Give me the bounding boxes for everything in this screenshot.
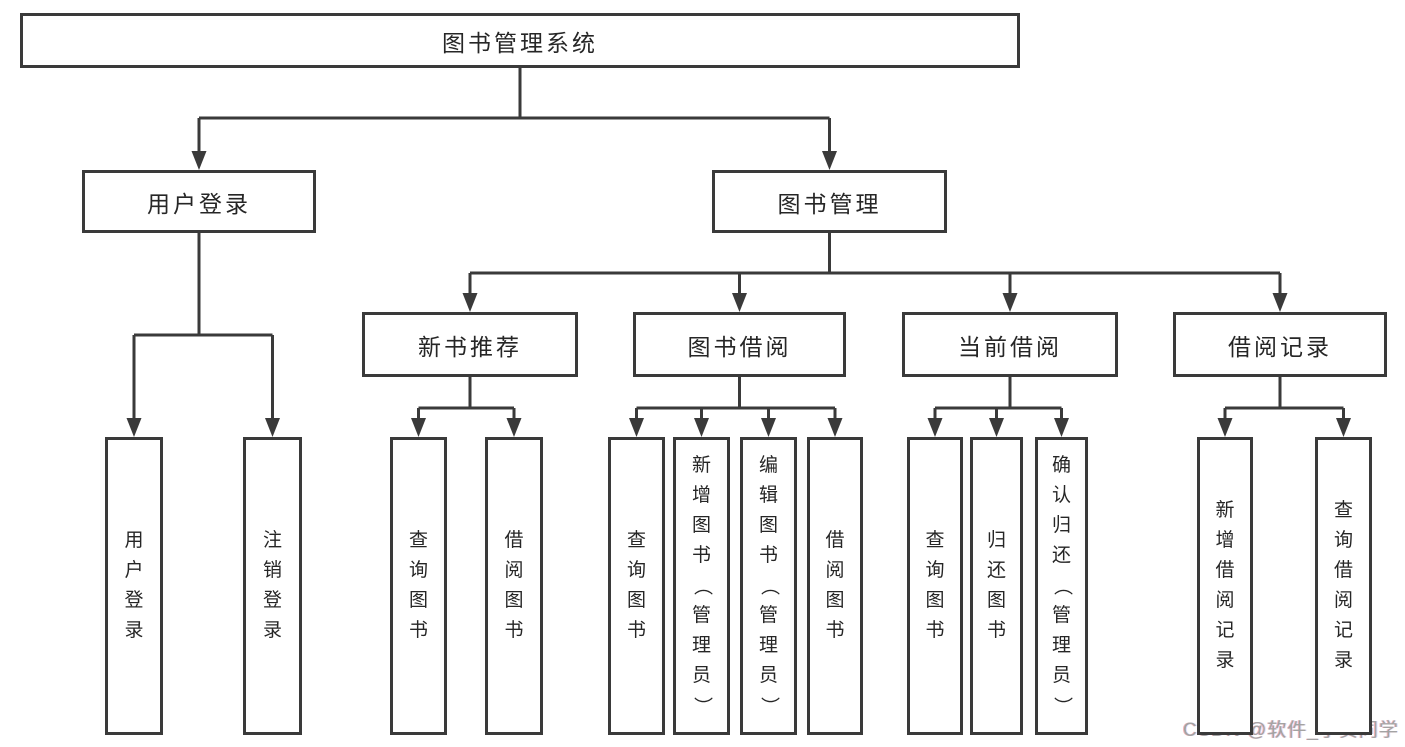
node-label-char: 查 [408,530,428,551]
node-label-char: 录 [124,620,144,641]
node-label-char: 图 [925,590,945,611]
node-label: 图书借阅 [687,333,792,360]
node-label-char: 理 [691,635,711,656]
node-label-char: 录 [1215,650,1235,671]
node-label-char: 户 [124,560,144,581]
node-label-char: 图 [825,590,845,611]
node-v9: 查询图书 [907,437,963,735]
node-label-char: 归 [986,530,1006,551]
node-label-char: 查 [626,530,646,551]
node-label-char: 用 [124,530,144,551]
node-label-char: 阅 [1215,590,1235,611]
node-label-char: 图 [504,590,524,611]
node-v3: 查询图书 [390,437,447,735]
node-label-char: 增 [1215,530,1235,551]
node-label-char: 录 [262,620,282,641]
node-history: 借阅记录 [1173,312,1387,377]
node-label-char: （ [691,576,713,596]
node-label-char: 销 [262,560,282,581]
node-label-char: 员 [1051,665,1071,686]
node-label-char: 注 [262,530,282,551]
node-label: 当前借阅 [958,333,1062,360]
node-label-char: 书 [925,620,945,641]
node-label-char: 登 [124,590,144,611]
node-current: 当前借阅 [902,312,1118,377]
node-label-char: 理 [758,635,778,656]
node-v11: 确认归还 （ 管理员 ） [1035,437,1088,735]
node-label-char: 记 [1215,620,1235,641]
node-label-char: 询 [925,560,945,581]
node-label-char: 增 [691,485,711,506]
node-label-char: 图 [758,515,778,536]
node-label-char: 认 [1051,485,1071,506]
node-label-char: （ [1051,576,1073,596]
node-label-char: 图 [626,590,646,611]
node-borrow: 图书借阅 [633,312,846,377]
node-label-char: 理 [1051,635,1071,656]
node-v1: 用户登录 [105,437,163,735]
node-label: 用户登录 [147,190,251,217]
node-v6: 新增图书 （ 管理员 ） [673,437,730,735]
node-label-char: 新 [1215,500,1235,521]
node-label: 借阅记录 [1228,333,1332,360]
node-v8: 借阅图书 [807,437,863,735]
node-label: 图书管理系统 [442,29,598,56]
node-label-char: 登 [262,590,282,611]
node-label-char: 还 [986,560,1006,581]
node-label-char: 员 [691,665,711,686]
node-v12: 新增借阅记录 [1197,437,1253,735]
node-label-char: 询 [408,560,428,581]
node-label-char: ） [758,696,780,716]
node-v7: 编辑图书 （ 管理员 ） [740,437,797,735]
node-label-char: 书 [408,620,428,641]
node-label-char: 阅 [504,560,524,581]
node-login: 用户登录 [82,170,316,233]
node-label-char: 阅 [1333,590,1353,611]
node-label-char: 图 [691,515,711,536]
node-label-char: 查 [1333,500,1353,521]
node-label-char: 借 [1333,560,1353,581]
node-label-char: 借 [1215,560,1235,581]
node-label-char: 归 [1051,515,1071,536]
node-label-char: 管 [1051,605,1071,626]
node-v4: 借阅图书 [485,437,543,735]
node-label-char: 图 [986,590,1006,611]
node-label-char: （ [758,576,780,596]
node-label-char: 员 [758,665,778,686]
node-label-char: ） [1051,696,1073,716]
node-label-char: 编 [758,455,778,476]
node-label-char: 录 [1333,650,1353,671]
node-label-char: 新 [691,455,711,476]
node-label-char: 图 [408,590,428,611]
node-label-char: 记 [1333,620,1353,641]
node-v13: 查询借阅记录 [1315,437,1372,735]
node-label-char: 还 [1051,545,1071,566]
node-label-char: 借 [504,530,524,551]
node-label-char: 确 [1051,455,1071,476]
node-label-char: 询 [626,560,646,581]
node-label-char: 书 [825,620,845,641]
node-label-char: 阅 [825,560,845,581]
node-label-char: 书 [758,545,778,566]
node-v2: 注销登录 [243,437,302,735]
node-label-char: 借 [825,530,845,551]
node-v10: 归还图书 [970,437,1023,735]
node-label-char: 书 [691,545,711,566]
node-label-char: 管 [758,605,778,626]
node-v5: 查询图书 [608,437,665,735]
node-label: 新书推荐 [418,333,522,360]
node-label: 图书管理 [777,190,882,217]
node-root: 图书管理系统 [20,13,1020,68]
node-label-char: 询 [1333,530,1353,551]
node-label-char: 管 [691,605,711,626]
node-label-char: 书 [626,620,646,641]
node-label-char: 查 [925,530,945,551]
node-mgmt: 图书管理 [712,170,947,233]
node-rec: 新书推荐 [362,312,578,377]
node-label-char: 辑 [758,485,778,506]
node-label-char: 书 [986,620,1006,641]
node-label-char: 书 [504,620,524,641]
node-label-char: ） [691,696,713,716]
